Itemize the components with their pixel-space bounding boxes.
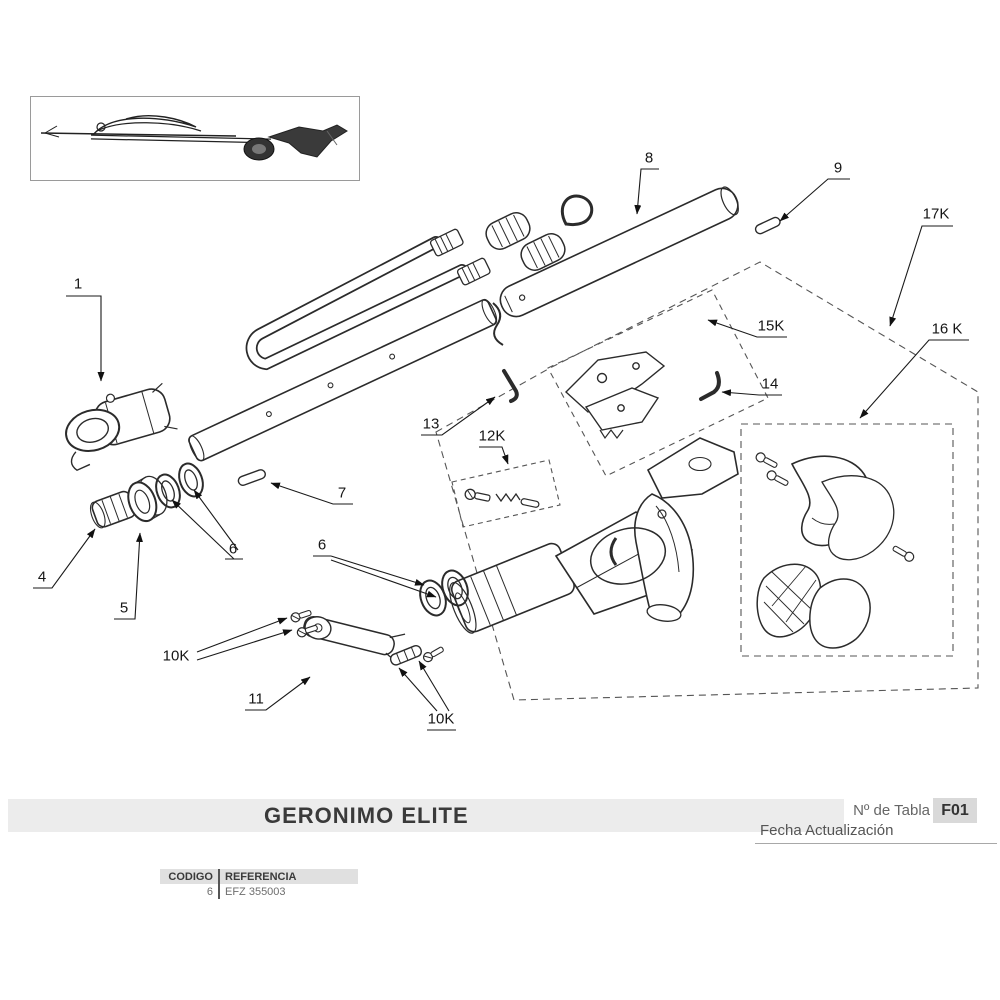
pin-and-screw-10k bbox=[389, 645, 444, 666]
pin-9 bbox=[754, 216, 781, 235]
part-label-11: 11 bbox=[248, 690, 264, 708]
part-label-1: 1 bbox=[73, 275, 83, 293]
part-label-17k: 17K bbox=[922, 205, 950, 223]
part-label-9: 9 bbox=[833, 159, 843, 177]
part-label-8: 8 bbox=[644, 149, 654, 167]
part-label-10k-left: 10K bbox=[162, 647, 190, 665]
code-header-cell: CODIGO bbox=[160, 869, 220, 884]
washer-part-5 bbox=[127, 475, 168, 523]
part-label-12k: 12K bbox=[478, 427, 506, 445]
o-rings-left bbox=[155, 462, 204, 509]
code-table-header-row: CODIGO REFERENCIA bbox=[160, 869, 358, 884]
line-cord bbox=[492, 302, 504, 346]
reference-value-cell: EFZ 355003 bbox=[225, 885, 286, 898]
part-label-4: 4 bbox=[37, 568, 47, 586]
grip-covers-and-pads bbox=[755, 452, 915, 649]
part-label-10k-bottom: 10K bbox=[427, 710, 455, 728]
reference-header-cell: REFERENCIA bbox=[219, 869, 358, 884]
muzzle-assembly bbox=[65, 382, 178, 472]
update-date-line bbox=[755, 843, 997, 844]
trigger-mechanism bbox=[564, 351, 666, 440]
o-rings-right bbox=[419, 569, 469, 617]
part-label-7: 7 bbox=[337, 484, 347, 502]
part-label-5: 5 bbox=[119, 599, 129, 617]
leader-lines bbox=[33, 168, 969, 731]
grip-cover-kit-boundary-16k bbox=[740, 423, 954, 657]
pin-7 bbox=[237, 469, 266, 486]
overview-thumbnail bbox=[30, 96, 360, 181]
code-reference-table: CODIGO REFERENCIA 6 EFZ 355003 bbox=[160, 869, 358, 899]
line-release-assembly bbox=[290, 609, 406, 664]
part-label-14: 14 bbox=[761, 375, 779, 393]
model-title: GERONIMO ELITE bbox=[264, 803, 469, 828]
pin-13 bbox=[502, 369, 519, 403]
table-number-badge: F01 bbox=[933, 798, 977, 823]
inner-barrel-tube bbox=[188, 298, 498, 462]
update-date-label: Fecha Actualización bbox=[760, 822, 894, 839]
part-label-6-left: 6 bbox=[228, 540, 238, 558]
title-bar: GERONIMO ELITE bbox=[8, 799, 844, 832]
part-label-13: 13 bbox=[422, 415, 440, 433]
part-label-6-right: 6 bbox=[317, 536, 327, 554]
band-assembly bbox=[245, 194, 594, 371]
trigger-mech-boundary-15k bbox=[547, 289, 769, 477]
table-number-label: Nº de Tabla bbox=[853, 802, 930, 819]
code-value-cell: 6 bbox=[160, 884, 220, 899]
part-label-15k: 15K bbox=[757, 317, 785, 335]
handle-assembly bbox=[449, 437, 739, 634]
outer-barrel-tube bbox=[499, 186, 739, 318]
part-label-16k: 16 K bbox=[931, 320, 963, 338]
small-parts-kit-12k bbox=[464, 488, 540, 508]
pin-14 bbox=[699, 371, 721, 401]
small-parts-kit-boundary-12k bbox=[451, 459, 561, 528]
thumbnail-speargun-drawing bbox=[40, 115, 348, 161]
code-table-value-row: 6 EFZ 355003 bbox=[160, 884, 358, 899]
